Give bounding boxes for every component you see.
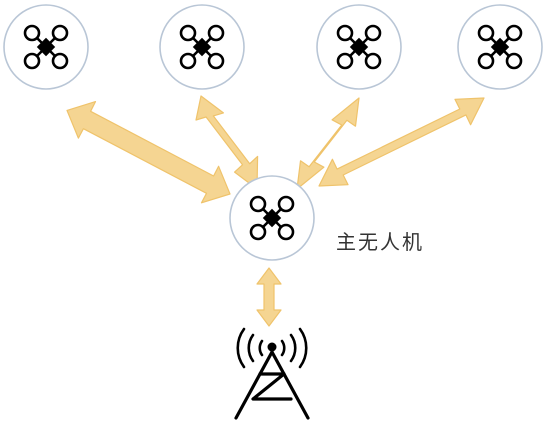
drone-node-4 (457, 4, 543, 90)
link-arrow-4 (318, 97, 485, 187)
drone-node-2 (159, 4, 245, 90)
link-arrow-5 (256, 267, 282, 327)
main-drone-node (229, 175, 315, 261)
link-arrow-1 (66, 100, 231, 204)
main-drone-label: 主无人机 (336, 230, 424, 254)
radio-tower-icon (234, 327, 310, 420)
drone-node-1 (3, 4, 89, 90)
link-arrows (66, 95, 485, 327)
drone-node-3 (316, 4, 402, 90)
